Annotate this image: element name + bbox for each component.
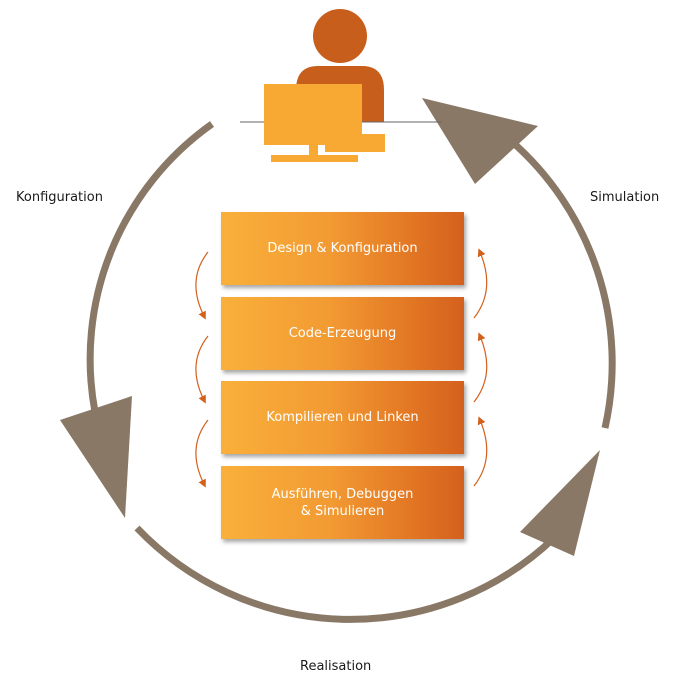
step-design-konfiguration: Design & Konfiguration: [221, 212, 464, 285]
cycle-arrowhead-left: [60, 396, 132, 518]
cycle-arrowhead-right: [422, 98, 538, 184]
monitor-base-icon: [271, 155, 358, 162]
cycle-arrowhead-bottom: [520, 450, 600, 556]
step-label-line2: & Simulieren: [300, 503, 385, 519]
person-head-icon: [313, 9, 367, 63]
step-kompilieren-linken: Kompilieren und Linken: [221, 381, 464, 454]
step-label-line1: Design & Konfiguration: [267, 241, 418, 256]
cycle-arc-left: [86, 121, 215, 413]
up-arrow-3: [473, 416, 488, 487]
left-down-arrows: [195, 251, 209, 488]
up-arrow-2: [473, 332, 488, 403]
down-arrow-3: [195, 419, 209, 488]
cycle-arc-right: [507, 137, 616, 429]
user-at-computer-icon: [240, 9, 442, 162]
monitor-stand-icon: [309, 145, 318, 155]
up-arrow-1: [473, 248, 488, 319]
step-code-erzeugung: Code-Erzeugung: [221, 297, 464, 370]
right-up-arrows: [473, 248, 488, 487]
step-ausfuehren-debuggen: Ausführen, Debuggen & Simulieren: [221, 466, 464, 539]
down-arrow-1: [195, 251, 209, 320]
label-simulation: Simulation: [590, 190, 660, 205]
label-konfiguration: Konfiguration: [16, 190, 103, 205]
step-label-line1: Ausführen, Debuggen: [271, 486, 414, 502]
step-label-line1: Code-Erzeugung: [288, 326, 397, 341]
keyboard-icon: [325, 134, 385, 152]
step-label-line1: Kompilieren und Linken: [266, 410, 419, 425]
down-arrow-2: [195, 335, 209, 404]
cycle-arc-bottom: [134, 525, 557, 623]
label-realisation: Realisation: [300, 659, 372, 674]
